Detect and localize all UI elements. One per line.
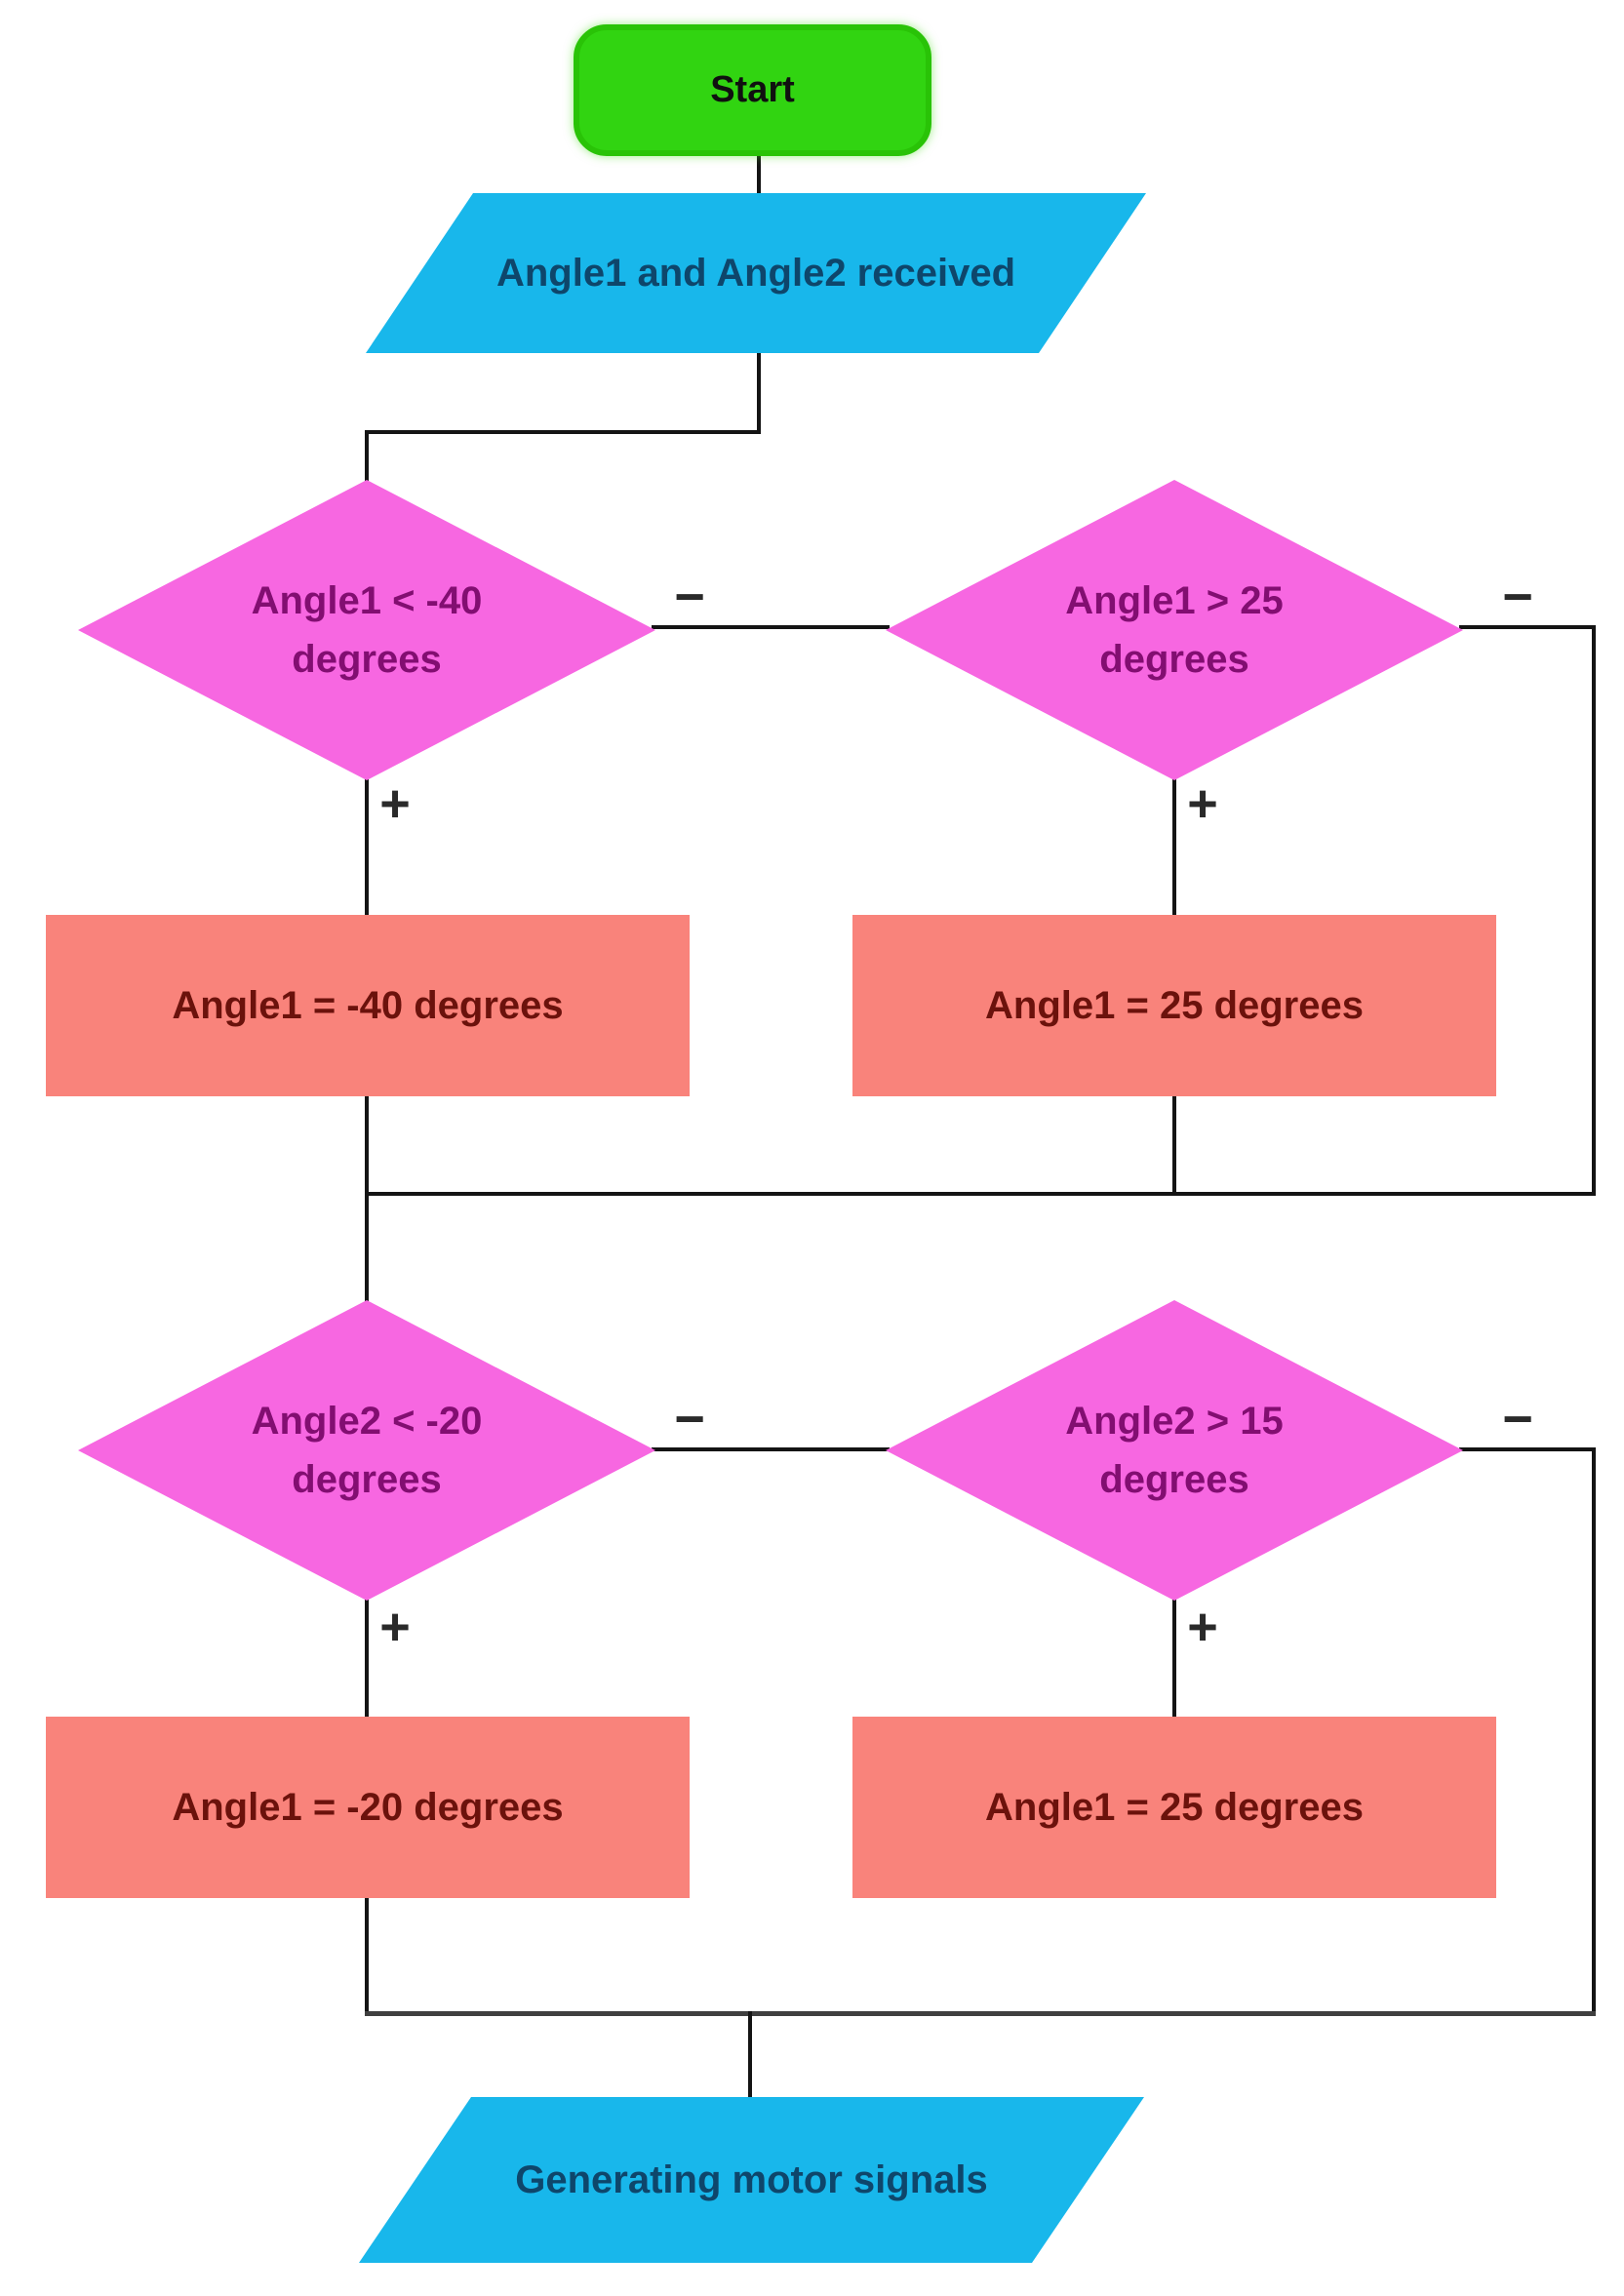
edge-label-minus-decision2: − bbox=[1502, 568, 1533, 626]
edge-label-plus-decision4: + bbox=[1187, 1598, 1218, 1656]
edge-label-minus-decision1: − bbox=[674, 568, 705, 626]
connector-decision4-minus-right bbox=[1459, 1447, 1596, 1451]
process-angle1-set-neg40: Angle1 = -40 degrees bbox=[46, 915, 690, 1096]
edge-label-minus-decision3: − bbox=[674, 1390, 705, 1448]
connector-decision3-plus-to-process3 bbox=[365, 1599, 369, 1721]
output-motor-signals-label: Generating motor signals bbox=[515, 2157, 988, 2201]
connector-right-return-1 bbox=[1592, 625, 1596, 1196]
edge-label-plus-decision2: + bbox=[1187, 774, 1218, 833]
process-angle1-set-neg20-label: Angle1 = -20 degrees bbox=[172, 1785, 564, 1829]
input-angles-received-node: Angle1 and Angle2 received bbox=[366, 193, 1146, 353]
connector-junction2-horizontal bbox=[365, 2011, 1596, 2016]
process-angle1-set-25-row2-label: Angle1 = 25 degrees bbox=[985, 1785, 1364, 1829]
connector-process1-to-decision3 bbox=[365, 1094, 369, 1302]
start-node: Start bbox=[574, 24, 931, 156]
connector-decision2-minus-right bbox=[1459, 625, 1596, 629]
output-motor-signals-node: Generating motor signals bbox=[359, 2097, 1144, 2263]
connector-right-return-2 bbox=[1592, 1447, 1596, 2015]
process-angle1-set-25-row1-label: Angle1 = 25 degrees bbox=[985, 983, 1364, 1027]
connector-process2-to-junction1 bbox=[1172, 1094, 1176, 1196]
process-angle1-set-25-row1: Angle1 = 25 degrees bbox=[852, 915, 1496, 1096]
connector-input-down bbox=[757, 351, 761, 434]
connector-decision1-plus-to-process1 bbox=[365, 776, 369, 917]
connector-decision1-minus-to-decision2 bbox=[652, 625, 890, 629]
edge-label-plus-decision3: + bbox=[379, 1598, 411, 1656]
connector-start-to-input bbox=[757, 154, 761, 195]
edge-label-minus-decision4: − bbox=[1502, 1390, 1533, 1448]
connector-junction1-horizontal bbox=[365, 1192, 1596, 1196]
edge-label-plus-decision1: + bbox=[379, 774, 411, 833]
connector-decision3-minus-to-decision4 bbox=[652, 1447, 890, 1451]
start-node-label: Start bbox=[710, 69, 795, 110]
connector-junction2-to-output bbox=[748, 2011, 752, 2099]
process-angle1-set-neg20: Angle1 = -20 degrees bbox=[46, 1717, 690, 1898]
connector-process3-to-junction2 bbox=[365, 1896, 369, 2015]
connector-jog-horizontal bbox=[365, 430, 761, 434]
process-angle1-set-neg40-label: Angle1 = -40 degrees bbox=[172, 983, 564, 1027]
connector-to-decision1 bbox=[365, 430, 369, 484]
process-angle1-set-25-row2: Angle1 = 25 degrees bbox=[852, 1717, 1496, 1898]
connector-decision2-plus-to-process2 bbox=[1172, 776, 1176, 917]
input-angles-received-label: Angle1 and Angle2 received bbox=[495, 251, 1016, 295]
connector-decision4-plus-to-process4 bbox=[1172, 1599, 1176, 1721]
